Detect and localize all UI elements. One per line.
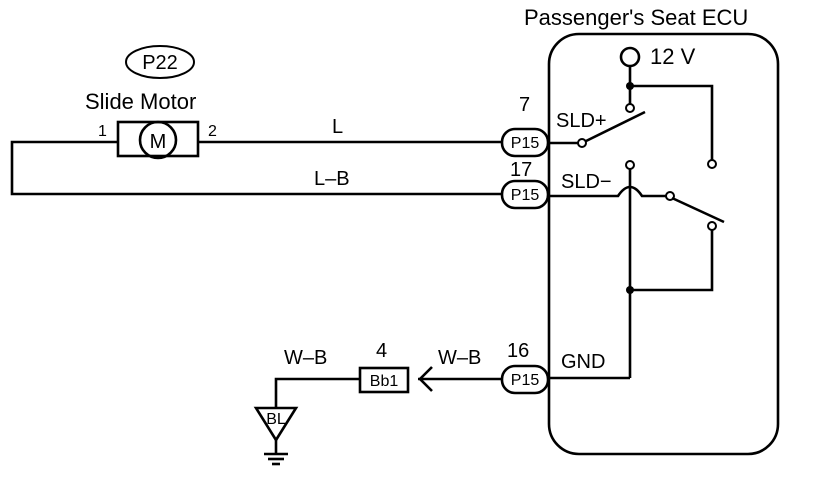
connector-p15-pin16-number: 16 — [507, 340, 529, 362]
connector-p15-pin17-number: 17 — [510, 159, 532, 181]
sld-minus-label: SLD− — [561, 171, 612, 193]
wire-w-b-right-label: W–B — [438, 347, 481, 369]
wire-l-b — [10, 140, 502, 196]
ground-junction-dot — [626, 286, 634, 294]
motor-connector-badge — [125, 45, 195, 79]
connector-p15-pin16-id: P15 — [511, 372, 540, 389]
sld-plus-switch-arm — [581, 110, 646, 145]
ground-icon — [264, 452, 288, 466]
motor-symbol: M — [150, 131, 167, 153]
junction-arrow — [418, 366, 433, 392]
power-bus — [630, 84, 714, 160]
relay1-contact-top — [625, 103, 635, 113]
relay1-contact-right — [707, 159, 717, 169]
relay2-contact-right — [707, 221, 717, 231]
wire-l-b-label: L–B — [314, 168, 350, 190]
power-supply-label: 12 V — [650, 44, 696, 69]
ground-point-id: BL — [266, 411, 286, 428]
gnd-label: GND — [561, 351, 605, 373]
motor-name: Slide Motor — [85, 89, 196, 114]
connector-p15-pin17-id: P15 — [511, 187, 540, 204]
motor-pin-left: 1 — [98, 123, 107, 140]
ecu-housing — [547, 32, 780, 456]
connector-p15-pin7-number: 7 — [519, 94, 530, 116]
power-supply-terminal — [619, 46, 641, 68]
ground-point-bl — [253, 406, 299, 443]
connector-p15-pin7-id: P15 — [511, 135, 540, 152]
sld-plus-pivot — [577, 138, 587, 148]
motor-connector-id: P22 — [142, 52, 178, 74]
motor-symbol-circle — [138, 120, 178, 160]
connector-p15-pin17 — [500, 179, 550, 210]
junction-bb1-pin: 4 — [376, 340, 387, 362]
sld-plus-label: SLD+ — [556, 110, 607, 132]
ecu-title: Passenger's Seat ECU — [524, 5, 748, 30]
junction-bb1-id: Bb1 — [370, 373, 399, 390]
sld-minus-switch-arm — [671, 196, 725, 224]
relay2-contact-top — [625, 160, 635, 170]
wire-w-b-left — [274, 377, 360, 408]
wire-w-b-left-label: W–B — [284, 347, 327, 369]
sld-minus-crossover — [549, 185, 666, 198]
motor-pin-right: 2 — [208, 123, 217, 140]
relay2-return — [630, 230, 714, 292]
wire-l-label: L — [332, 116, 343, 138]
